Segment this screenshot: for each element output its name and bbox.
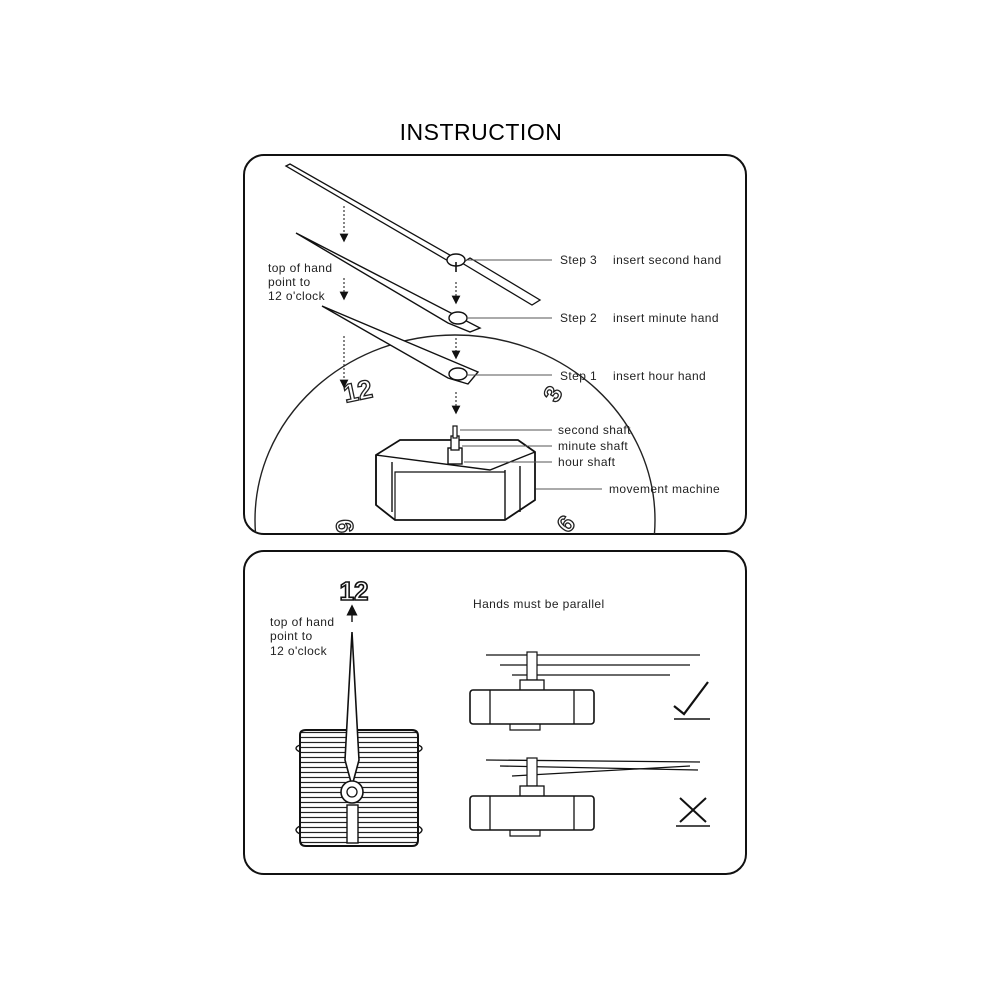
guide-arrows [339,206,461,415]
top-hand-note-line-2: point to [268,275,311,289]
minute-shaft-label: minute shaft [558,439,628,453]
top-hand-note-line-3: 12 o'clock [268,289,326,303]
page-title: INSTRUCTION [400,119,563,145]
bottom-dial-number-12: 12 [340,576,369,606]
hour-hand [321,305,480,385]
bottom-hand-note-line-2: point to [270,629,313,643]
bottom-hand-note: top of hand point to 12 o'clock [270,615,338,658]
hour-shaft-label: hour shaft [558,455,616,469]
clock-dial [254,334,656,534]
step-1-text: insert hour hand [613,369,706,383]
minute-hand [295,232,482,333]
bottom-hand-note-line-3: 12 o'clock [270,644,328,658]
bottom-panel: 12 top of hand point to 12 o'clock Hands… [243,550,747,875]
bottom-panel-frame [243,550,747,875]
second-shaft-label: second shaft [558,423,631,437]
step-3-label: Step 3 [560,253,597,267]
step-2-label: Step 2 [560,311,597,325]
dial-number-9: 9 [331,518,359,534]
top-hand-note-line-1: top of hand [268,261,332,275]
bottom-hand-note-line-1: top of hand [270,615,334,629]
second-hand [284,163,542,306]
leader-lines [460,259,602,490]
step-3-text: insert second hand [613,253,722,267]
movement-machine-label: movement machine [609,482,720,496]
dial-number-12: 12 [341,373,376,408]
incorrect-example [469,757,701,837]
cross-mark-icon [676,797,710,827]
dial-number-3: 3 [538,382,568,407]
step-1-label: Step 1 [560,369,597,383]
step-2-text: insert minute hand [613,311,719,325]
top-hand-note: top of hand point to 12 o'clock [268,261,336,303]
front-movement [295,631,423,847]
movement-machine [375,425,536,521]
top-panel-frame [243,154,747,535]
check-mark-icon [673,681,710,720]
parallel-note: Hands must be parallel [473,597,605,611]
correct-example [469,651,700,731]
